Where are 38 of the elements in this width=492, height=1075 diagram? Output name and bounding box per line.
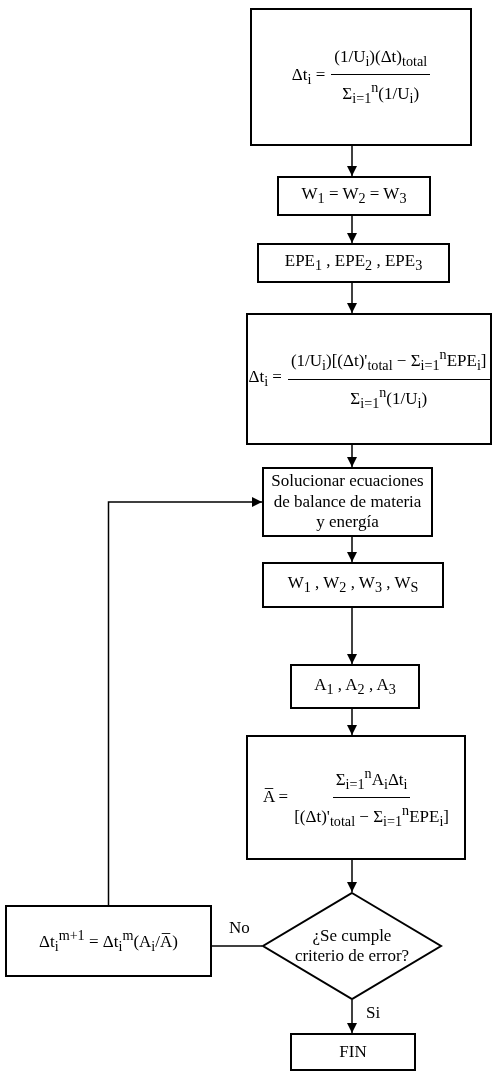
step-text: Δt$_{i}$$^{m+1}$ = Δt$_{i}$$^{m}$(A$_{i}$/A̅): [38, 926, 179, 955]
fraction-denominator: Σ$_{i=1}$$^{n}$(1/U$_{i}$): [342, 78, 420, 108]
formula-text: Δt$_{i}$ =: [291, 65, 326, 89]
arrow: [346, 536, 358, 563]
process-box: [262, 467, 433, 537]
fraction-numerator: (1/U$_{i}$)(Δt)$_{total}$: [331, 46, 431, 76]
step-text: W$_{1}$ = W$_{2}$ = W$_{3}$: [300, 184, 408, 208]
arrow: [346, 999, 358, 1034]
step-text: FIN: [338, 1041, 368, 1063]
process-box: [290, 1033, 416, 1071]
process-box: [5, 905, 212, 977]
step-text: A$_{1}$ , A$_{2}$ , A$_{3}$: [313, 674, 397, 699]
decision-text: ¿Se cumple criterio de error?: [293, 925, 411, 967]
step-text: W$_{1}$ , W$_{2}$ , W$_{3}$ , W$_{S}$: [286, 573, 420, 597]
decision-diamond: [262, 892, 442, 1000]
process-box: [290, 664, 420, 709]
fraction-denominator: Σ$_{i=1}$$^{n}$(1/U$_{i}$): [350, 382, 428, 412]
arrow: [346, 708, 358, 736]
fraction-denominator: [(Δt)'$_{total}$ − Σ$_{i=1}$$^{n}$EPE$_{i}$]: [294, 801, 449, 831]
fraction-numerator: (1/U$_{i}$)[(Δt)'$_{total}$ − Σ$_{i=1}$$^{n}$EPE$_{i}$]: [287, 346, 490, 380]
formula-text: Δt$_{i}$ =: [248, 367, 282, 391]
fraction-numerator: Σ$_{i=1}$$^{n}$A$_{i}$Δt$_{i}$: [332, 764, 411, 798]
process-box: [257, 243, 450, 283]
process-box: [277, 176, 431, 216]
process-box: [246, 735, 466, 860]
process-box: [262, 562, 444, 608]
arrow: [346, 215, 358, 244]
arrow: [346, 859, 358, 893]
step-text: Solucionar ecuaciones de balance de materia y energía: [270, 471, 425, 533]
process-box: [250, 8, 472, 146]
step-text: EPE$_{1}$ , EPE$_{2}$ , EPE$_{3}$: [283, 251, 424, 275]
formula-text: A̅ =: [263, 787, 289, 808]
arrow: [346, 282, 358, 314]
arrow: [346, 444, 358, 468]
arrow: [107, 496, 263, 906]
process-box: [246, 313, 492, 445]
arrow: [346, 607, 358, 665]
arrow: [346, 145, 358, 177]
